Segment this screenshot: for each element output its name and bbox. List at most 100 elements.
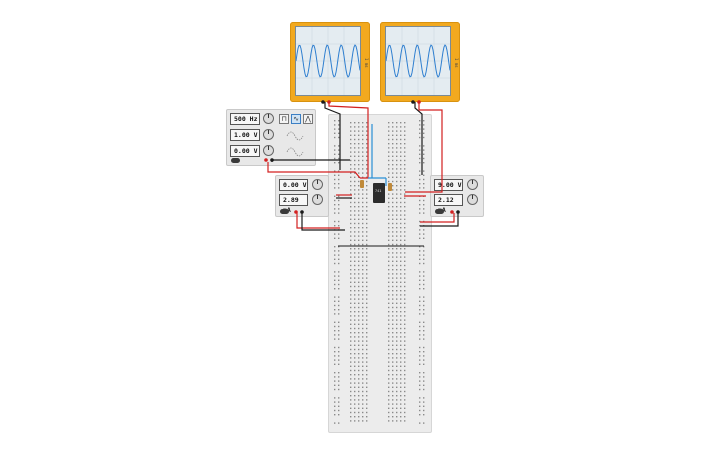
breadboard-hole[interactable]: [423, 157, 425, 160]
breadboard-hole[interactable]: [354, 185, 356, 187]
breadboard-hole[interactable]: [366, 134, 368, 136]
breadboard-hole[interactable]: [419, 225, 421, 227]
breadboard-hole[interactable]: [400, 273, 402, 275]
breadboard-hole[interactable]: [400, 155, 402, 157]
breadboard-hole[interactable]: [400, 134, 402, 136]
breadboard-hole[interactable]: [334, 183, 336, 185]
breadboard-hole[interactable]: [392, 374, 394, 376]
breadboard-hole[interactable]: [423, 204, 425, 206]
breadboard-hole[interactable]: [366, 185, 368, 187]
breadboard-hole[interactable]: [334, 288, 336, 290]
breadboard-hole[interactable]: [338, 325, 340, 328]
breadboard-hole[interactable]: [338, 334, 340, 336]
breadboard-hole[interactable]: [396, 357, 398, 359]
breadboard-hole[interactable]: [396, 243, 398, 246]
breadboard-hole[interactable]: [362, 340, 364, 342]
breadboard-hole[interactable]: [396, 138, 398, 141]
breadboard-hole[interactable]: [423, 208, 425, 210]
breadboard-hole[interactable]: [404, 285, 406, 288]
breadboard-hole[interactable]: [392, 403, 394, 405]
breadboard-hole[interactable]: [400, 332, 402, 334]
breadboard-hole[interactable]: [404, 319, 406, 321]
breadboard-hole[interactable]: [350, 176, 352, 178]
breadboard-hole[interactable]: [423, 174, 425, 176]
breadboard-hole[interactable]: [404, 273, 406, 275]
breadboard-hole[interactable]: [350, 159, 352, 162]
breadboard-hole[interactable]: [362, 353, 364, 355]
breadboard-hole[interactable]: [392, 340, 394, 342]
breadboard-hole[interactable]: [366, 327, 368, 330]
breadboard-hole[interactable]: [358, 214, 360, 216]
breadboard-hole[interactable]: [358, 395, 360, 397]
breadboard-hole[interactable]: [396, 285, 398, 288]
breadboard-hole[interactable]: [396, 323, 398, 325]
breadboard-hole[interactable]: [400, 218, 402, 220]
breadboard-hole[interactable]: [392, 138, 394, 141]
breadboard-hole[interactable]: [392, 130, 394, 132]
breadboard-hole[interactable]: [350, 206, 352, 208]
breadboard-hole[interactable]: [404, 243, 406, 246]
breadboard-hole[interactable]: [358, 365, 360, 367]
breadboard-hole[interactable]: [350, 416, 352, 418]
breadboard-hole[interactable]: [419, 355, 421, 357]
breadboard-hole[interactable]: [354, 126, 356, 128]
breadboard-hole[interactable]: [392, 180, 394, 183]
breadboard-hole[interactable]: [334, 237, 336, 239]
breadboard-hole[interactable]: [366, 180, 368, 183]
breadboard-hole[interactable]: [400, 281, 402, 283]
breadboard-hole[interactable]: [423, 304, 425, 307]
breadboard-hole[interactable]: [404, 147, 406, 149]
breadboard-hole[interactable]: [392, 332, 394, 334]
breadboard-hole[interactable]: [334, 309, 336, 311]
breadboard-hole[interactable]: [419, 372, 421, 374]
breadboard-hole[interactable]: [388, 311, 390, 313]
breadboard-hole[interactable]: [388, 256, 390, 258]
breadboard-hole[interactable]: [388, 197, 390, 199]
breadboard-hole[interactable]: [396, 252, 398, 254]
breadboard-hole[interactable]: [423, 363, 425, 365]
breadboard-hole[interactable]: [366, 197, 368, 199]
breadboard-hole[interactable]: [419, 296, 421, 298]
breadboard-hole[interactable]: [350, 361, 352, 363]
breadboard-hole[interactable]: [400, 277, 402, 279]
breadboard-hole[interactable]: [350, 315, 352, 317]
breadboard-hole[interactable]: [419, 380, 421, 382]
breadboard-hole[interactable]: [404, 348, 406, 351]
breadboard-hole[interactable]: [400, 311, 402, 313]
breadboard-hole[interactable]: [350, 193, 352, 195]
breadboard-hole[interactable]: [350, 264, 352, 267]
breadboard-hole[interactable]: [350, 168, 352, 170]
wire[interactable]: [296, 213, 340, 229]
breadboard-hole[interactable]: [388, 273, 390, 275]
breadboard-hole[interactable]: [358, 197, 360, 199]
breadboard-hole[interactable]: [392, 420, 394, 422]
breadboard-hole[interactable]: [396, 390, 398, 393]
breadboard-hole[interactable]: [396, 214, 398, 216]
breadboard-hole[interactable]: [388, 281, 390, 283]
breadboard-hole[interactable]: [404, 306, 406, 309]
breadboard-hole[interactable]: [362, 416, 364, 418]
breadboard-hole[interactable]: [362, 210, 364, 212]
breadboard-hole[interactable]: [358, 285, 360, 288]
wire[interactable]: [267, 162, 361, 179]
breadboard-hole[interactable]: [354, 340, 356, 342]
breadboard-hole[interactable]: [392, 168, 394, 170]
breadboard-hole[interactable]: [404, 235, 406, 237]
breadboard-hole[interactable]: [354, 222, 356, 225]
breadboard-hole[interactable]: [404, 138, 406, 141]
breadboard-hole[interactable]: [338, 250, 340, 252]
oscilloscope-1[interactable]: 1 ms: [290, 22, 370, 102]
breadboard-hole[interactable]: [362, 172, 364, 174]
breadboard-hole[interactable]: [338, 157, 340, 160]
breadboard-hole[interactable]: [354, 168, 356, 170]
breadboard-hole[interactable]: [358, 416, 360, 418]
breadboard-hole[interactable]: [419, 153, 421, 155]
breadboard-hole[interactable]: [423, 388, 425, 391]
breadboard-hole[interactable]: [354, 180, 356, 183]
breadboard-hole[interactable]: [392, 386, 394, 388]
breadboard-hole[interactable]: [396, 130, 398, 132]
breadboard-hole[interactable]: [354, 323, 356, 325]
breadboard-hole[interactable]: [404, 416, 406, 418]
breadboard-hole[interactable]: [338, 199, 340, 202]
breadboard-hole[interactable]: [392, 302, 394, 304]
